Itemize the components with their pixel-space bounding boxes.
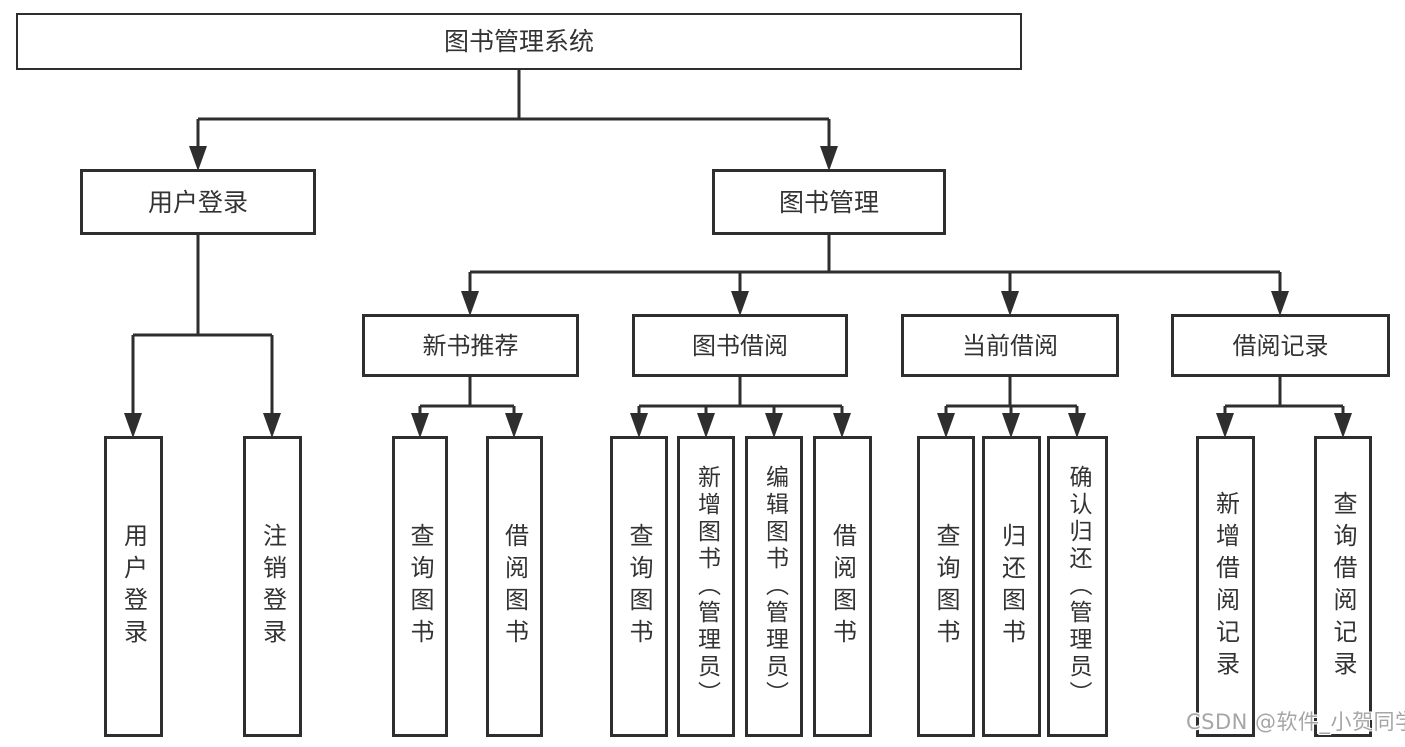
node-new-book-recommend: 新书推荐 [362, 314, 579, 377]
node-library-management-system: 图书管理系统 [16, 13, 1022, 70]
connector-current-children [937, 377, 1086, 438]
csdn-watermark: CSDN @软件_小贺同学 [1186, 710, 1405, 734]
connector-user-login-children [124, 235, 281, 438]
leaf-recommend-borrow-book: 借阅图书 [486, 436, 543, 737]
node-book-management: 图书管理 [712, 169, 946, 235]
leaf-edit-book-admin: 编辑图书（管理员） [745, 436, 803, 737]
leaf-logout: 注销登录 [243, 436, 302, 737]
node-current-borrow: 当前借阅 [901, 314, 1119, 377]
connector-borrow-children [630, 377, 851, 438]
leaf-return-book: 归还图书 [982, 436, 1041, 737]
leaf-query-borrow-record: 查询借阅记录 [1314, 436, 1372, 737]
leaf-borrow-query-book: 查询图书 [610, 436, 668, 737]
connector-recommend-children [411, 377, 523, 438]
node-borrow-record: 借阅记录 [1171, 314, 1390, 377]
leaf-recommend-query-book: 查询图书 [392, 436, 448, 737]
leaf-confirm-return-admin: 确认归还（管理员） [1047, 436, 1108, 737]
leaf-user-login: 用户登录 [104, 436, 163, 737]
connector-root-to-level1 [189, 70, 838, 171]
leaf-add-book-admin: 新增图书（管理员） [677, 436, 735, 737]
leaf-current-query-book: 查询图书 [917, 436, 975, 737]
node-book-borrow: 图书借阅 [632, 314, 848, 377]
leaf-add-borrow-record: 新增借阅记录 [1196, 436, 1255, 737]
node-user-login: 用户登录 [80, 169, 316, 235]
connector-book-management-children [461, 235, 1289, 316]
connector-record-children [1216, 377, 1352, 438]
leaf-borrow-book: 借阅图书 [813, 436, 872, 737]
